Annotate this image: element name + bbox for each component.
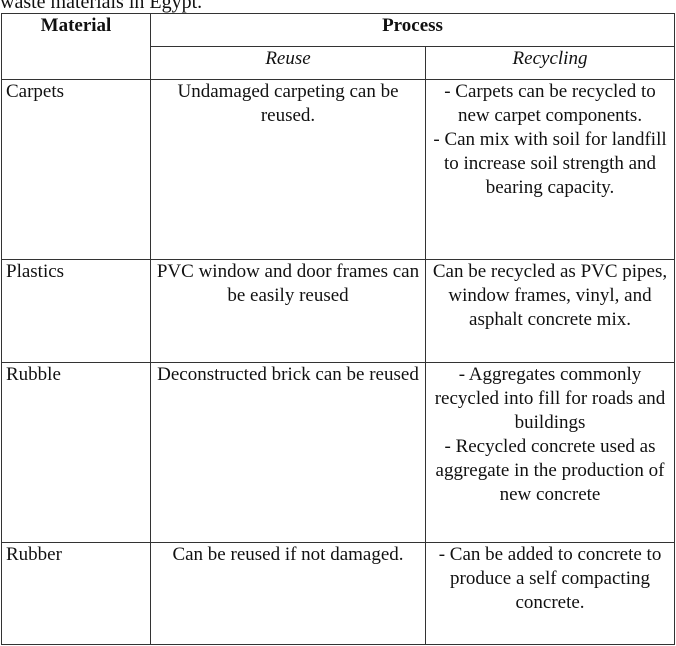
- recycling-item: - Carpets can be recycled to new carpet …: [444, 81, 656, 126]
- header-row-top: Material Process: [1, 13, 676, 80]
- material-cell: Rubber: [1, 542, 151, 645]
- header-process: Process: [149, 13, 676, 47]
- recycling-cell: Can be recycled as PVC pipes, window fra…: [424, 259, 676, 363]
- material-cell: Plastics: [1, 259, 151, 363]
- header-recycling: Recycling: [424, 46, 676, 80]
- recycling-item: - Can be added to concrete to produce a …: [438, 544, 662, 613]
- reuse-cell: PVC window and door frames can be easily…: [150, 259, 426, 363]
- material-cell: Rubble: [1, 362, 151, 543]
- recycling-cell: - Aggregates commonly recycled into fill…: [424, 362, 676, 543]
- header-material: Material: [1, 13, 151, 80]
- reuse-cell: Deconstructed brick can be reused: [150, 362, 426, 543]
- recycling-cell: - Carpets can be recycled to new carpet …: [424, 79, 676, 260]
- recycling-item: - Can mix with soil for landfill to incr…: [433, 129, 667, 198]
- table-caption: waste materials in Egypt.: [0, 0, 203, 13]
- header-row-sub: Reuse Recycling: [2, 46, 676, 80]
- reuse-cell: Can be reused if not damaged.: [150, 542, 426, 645]
- recycling-item: Can be recycled as PVC pipes, window fra…: [432, 261, 668, 330]
- recycling-item: - Recycled concrete used as aggregate in…: [435, 436, 665, 505]
- waste-materials-table: Material Process Reuse Recycling Carpets…: [1, 13, 676, 645]
- table-row: Rubber Can be reused if not damaged. - C…: [1, 542, 676, 645]
- table-row: Carpets Undamaged carpeting can be reuse…: [1, 79, 676, 260]
- table-row: Rubble Deconstructed brick can be reused…: [1, 362, 676, 543]
- table-row: Plastics PVC window and door frames can …: [1, 259, 676, 363]
- material-cell: Carpets: [1, 79, 151, 260]
- recycling-cell: - Can be added to concrete to produce a …: [424, 542, 676, 645]
- recycling-item: - Aggregates commonly recycled into fill…: [434, 364, 666, 433]
- header-reuse: Reuse: [150, 46, 426, 80]
- reuse-cell: Undamaged carpeting can be reused.: [150, 79, 426, 260]
